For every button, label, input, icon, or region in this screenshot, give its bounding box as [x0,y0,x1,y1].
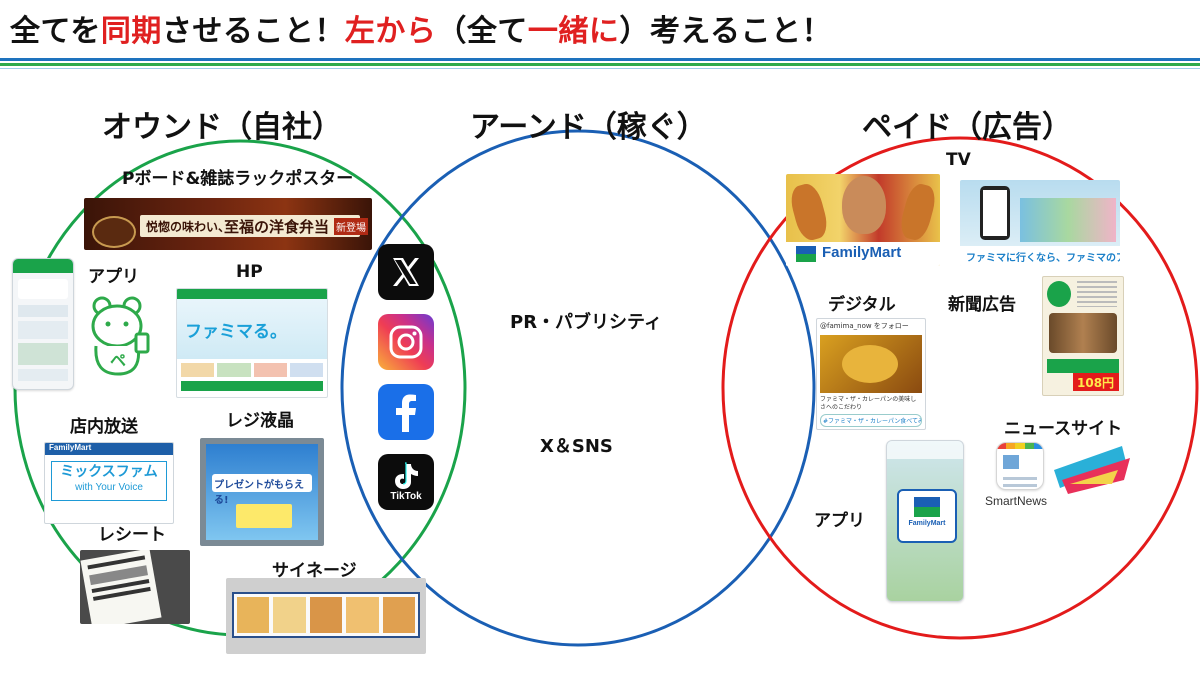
instore-subtitle: with Your Voice [75,482,143,493]
paid-title: ペイド（広告） [862,110,1072,145]
receipt-photo [80,550,190,624]
svg-text:ペ: ペ [110,351,126,370]
title-rule-blue [0,58,1200,61]
label-app-owned: アプリ [88,267,139,287]
tiktok-label: TikTok [390,491,422,502]
title-highlight-sync: 同期 [100,14,162,49]
label-digital: デジタル [828,295,896,315]
label-sns: X＆SNS [540,436,613,457]
pboard-headline: 至福の洋食弁当 [224,218,330,236]
owned-title: オウンド（自社） [102,110,342,145]
paid-app-brand: FamilyMart [908,520,946,527]
hp-headline: ファミマる。 [185,322,287,342]
title-highlight-left: 左から [344,14,437,49]
instore-brand: FamilyMart [49,443,92,452]
label-app-paid: アプリ [814,511,865,531]
label-hp: HP [236,262,263,282]
signage-photo [226,578,426,654]
tv2-copy: ファミマに行くなら、ファミマのアプリ! [966,253,1120,264]
pboard-badge: 新登場 [334,218,368,235]
label-instore: 店内放送 [70,417,138,437]
label-tv: TV [946,150,971,170]
title-part: ）考えること！ [619,14,833,49]
register-text: プレゼントがもらえる! [214,480,304,506]
label-receipt: レシート [98,525,166,545]
digital-hashtag: #ファミマ・ザ・カレーパン食べてみた [820,414,922,427]
digital-handle: @famima_now をフォロー [820,322,909,330]
x-logo-icon [378,244,434,300]
tiktok-icon: TikTok [378,454,434,510]
tv-ad-app: ファミマに行くなら、ファミマのアプリ! [960,180,1120,266]
label-pr: PR・パブリシティ [510,312,662,333]
pboard-poster: 悦惚の味わい、 至福の洋食弁当 新登場 [84,198,372,250]
instore-title: ミックスファム [60,464,158,480]
app-phone-screenshot [12,258,74,390]
smartnews-label: SmartNews [985,494,1048,508]
register-screen-photo: プレゼントがもらえる! [200,438,324,546]
newspaper-ad: 108円 [1042,276,1124,396]
title-part: （全て [436,14,528,49]
title-part: させること！ [161,14,345,49]
digital-ad-post: @famima_now をフォロー ファミマ・ザ・カレーパンの美味しさへのこだわ… [816,318,926,430]
label-signage: サイネージ [272,561,357,581]
title-rule-light [0,68,1200,69]
title-rule-green [0,63,1200,66]
newspaper-price: 108円 [1077,376,1115,390]
instore-radio-banner: FamilyMart ミックスファム with Your Voice [44,442,174,524]
smartnews-icon [996,442,1044,490]
tv1-brand: FamilyMart [822,244,902,261]
page-title: 全てを同期させること！左から（全て一緒に）考えること！ [10,6,832,50]
label-newspaper: 新聞広告 [948,295,1016,315]
curry-dish-graphic [92,216,136,248]
paid-app-phone: FamilyMart [886,440,964,602]
digital-caption: ファミマ・ザ・カレーパンの美味しさへのこだわり [820,396,917,411]
facebook-icon [378,384,434,440]
paid-circle [721,136,1199,640]
earned-title: アーンド（稼ぐ） [470,110,707,145]
pboard-subtext: 悦惚の味わい、 [146,220,231,234]
title-part: 全てを [10,14,101,49]
label-register: レジ液晶 [226,411,294,431]
hp-screenshot: ファミマる。 [176,288,328,398]
earned-circle [340,129,816,647]
title-highlight-together: 一緒に [527,14,620,49]
gunosy-icon [1054,446,1130,494]
label-pboard: Pボード&雑誌ラックポスター [122,169,354,189]
instagram-icon [378,314,434,370]
tv-ad-chicken: FamilyMart [786,174,940,266]
famipe-bear-icon: ペ [91,296,150,376]
label-news-site: ニュースサイト [1004,419,1123,439]
